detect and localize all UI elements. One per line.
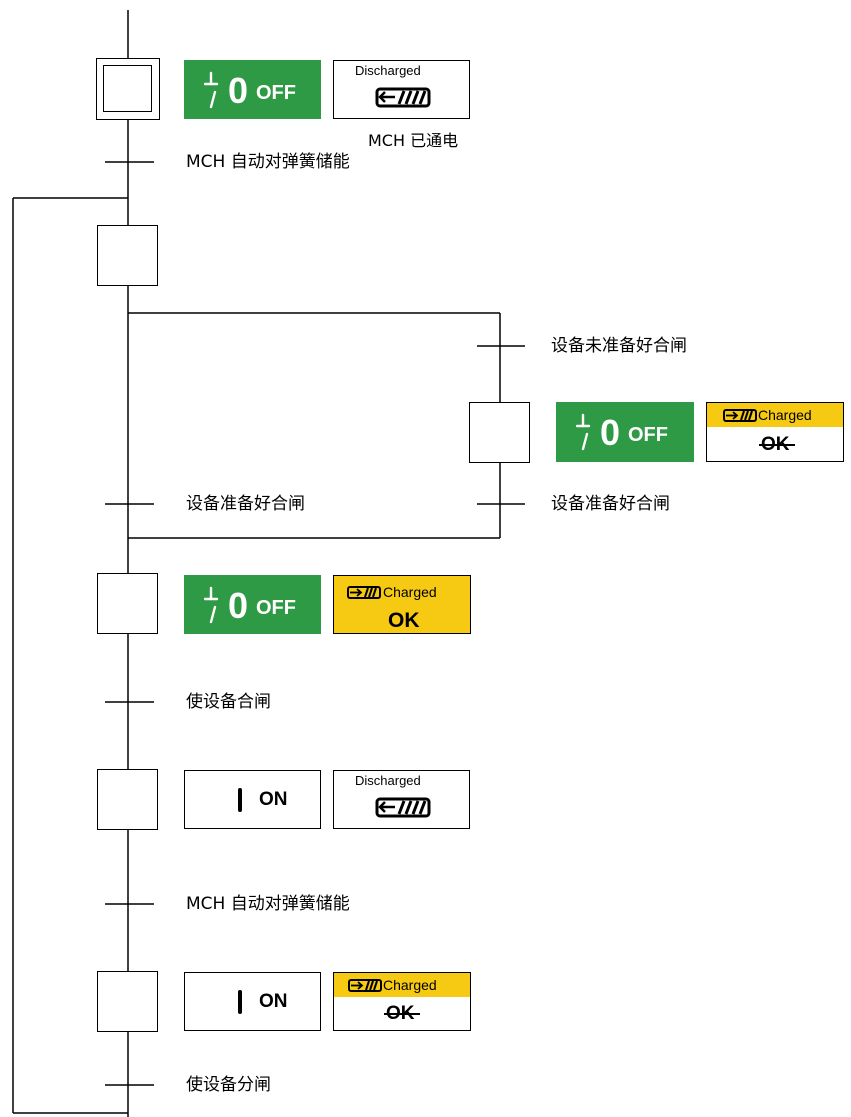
- on-indicator: ON: [184, 770, 321, 829]
- spring-charged-icon: [348, 979, 382, 992]
- spring-discharged-icon: [375, 87, 431, 108]
- breaker-open-icon: [204, 586, 219, 624]
- transition-ready-right: 设备准备好合闸: [551, 494, 670, 514]
- on-label: ON: [259, 991, 288, 1012]
- charged-ok-indicator: Charged OK: [333, 575, 471, 634]
- spring-charged-icon: [347, 586, 381, 599]
- spring-charged-icon: [723, 409, 757, 422]
- off-indicator-branch: 0 OFF: [556, 402, 694, 462]
- charged-label: Charged: [383, 977, 437, 993]
- step-4: [97, 769, 158, 830]
- discharged-indicator: Discharged: [333, 60, 470, 119]
- ok-strike-line: [384, 1013, 420, 1015]
- transition-open: 使设备分闸: [186, 1075, 271, 1095]
- transition-mch-charge-1: MCH 自动对弹簧储能: [186, 152, 350, 172]
- step-5: [97, 971, 158, 1032]
- breaker-open-icon: [204, 71, 219, 109]
- transition-close: 使设备合闸: [186, 692, 271, 712]
- on-indicator-5: ON: [184, 972, 321, 1031]
- transition-not-ready: 设备未准备好合闸: [551, 336, 687, 356]
- discharged-label: Discharged: [355, 773, 421, 788]
- initial-step: [96, 58, 160, 120]
- off-zero: 0: [228, 70, 249, 111]
- off-label: OFF: [256, 82, 296, 104]
- transition-ready-left: 设备准备好合闸: [186, 494, 305, 514]
- off-zero: 0: [600, 412, 621, 453]
- step-2: [97, 225, 158, 286]
- step-3: [97, 573, 158, 634]
- initial-step-inner: [103, 65, 152, 112]
- charged-not-ok-indicator: Charged OK: [333, 972, 471, 1031]
- off-label: OFF: [628, 424, 668, 446]
- charged-label: Charged: [383, 584, 437, 600]
- charged-label: Charged: [758, 407, 812, 423]
- off-indicator-3: 0 OFF: [184, 575, 321, 634]
- ok-label: OK: [388, 609, 420, 632]
- charged-not-ok-indicator-branch: Charged OK: [706, 402, 844, 462]
- on-label: ON: [259, 789, 288, 810]
- step-branch: [469, 402, 530, 463]
- discharged-label: Discharged: [355, 63, 421, 78]
- breaker-open-icon: [576, 413, 591, 451]
- breaker-closed-bar-icon: [238, 788, 242, 812]
- state-label-mch-energized: MCH 已通电: [368, 131, 459, 150]
- ok-strike-line: [759, 444, 795, 446]
- transition-mch-charge-2: MCH 自动对弹簧储能: [186, 894, 350, 914]
- breaker-closed-bar-icon: [238, 990, 242, 1014]
- off-zero: 0: [228, 585, 249, 626]
- discharged-indicator-4: Discharged: [333, 770, 470, 829]
- off-label: OFF: [256, 597, 296, 619]
- spring-discharged-icon: [375, 797, 431, 818]
- off-indicator: 0 OFF: [184, 60, 321, 119]
